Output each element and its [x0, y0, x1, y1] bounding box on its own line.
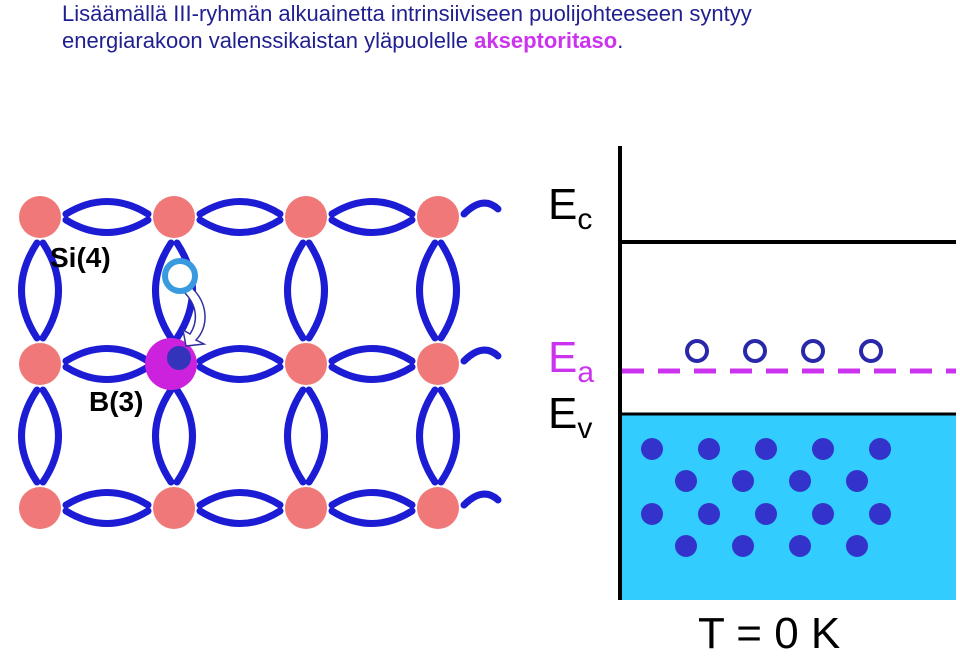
silicon-atom-2-2 — [285, 487, 327, 529]
bond-v-1-3-right — [437, 386, 460, 486]
acceptor-level-subscript: a — [577, 356, 595, 389]
valence-electron-8 — [846, 470, 868, 492]
valence-electron-13 — [869, 503, 891, 525]
bond-v-1-1-left — [152, 386, 175, 486]
valence-electron-17 — [846, 535, 868, 557]
bond-v-1-2-right — [305, 386, 328, 486]
caption-line-2: energiarakoon valenssikaistan yläpuolell… — [62, 27, 952, 54]
silicon-atom-0-1 — [153, 196, 195, 238]
acceptor-state-3 — [859, 339, 883, 363]
valence-electron-0 — [641, 438, 663, 460]
caption-line-2-suffix: . — [617, 28, 624, 53]
bond-h-1-0-lower — [62, 363, 152, 383]
bond-v-0-3-right — [437, 239, 460, 342]
valence-electron-2 — [755, 438, 777, 460]
band-diagram — [618, 146, 956, 600]
bond-h-1-1-lower — [196, 363, 284, 383]
valence-electron-16 — [789, 535, 811, 557]
valence-electron-15 — [732, 535, 754, 557]
bond-v-1-0-right — [39, 386, 62, 486]
acceptor-state-1 — [743, 339, 767, 363]
bond-v-0-0-right — [39, 239, 62, 342]
acceptor-state-0 — [685, 339, 709, 363]
silicon-atom-2-0 — [19, 487, 61, 529]
bond-h-2-1-upper — [196, 489, 284, 509]
bond-v-1-1-right — [173, 386, 196, 486]
captured-electron — [167, 346, 191, 370]
bond-v-1-2-left — [284, 386, 307, 486]
valence-electron-4 — [869, 438, 891, 460]
valence-electron-12 — [812, 503, 834, 525]
valence-electron-5 — [675, 470, 697, 492]
bond-h-0-0-lower — [62, 216, 152, 236]
conduction-band-subscript: c — [577, 203, 593, 236]
valence-electron-1 — [698, 438, 720, 460]
bond-v-1-0-left — [18, 386, 41, 486]
acceptor-state-2 — [801, 339, 825, 363]
bond-v-1-3-left — [416, 386, 439, 486]
electron-transfer-arrow — [181, 284, 207, 347]
valence-electron-7 — [789, 470, 811, 492]
valence-band — [622, 414, 956, 600]
caption-highlight-acceptor-level: akseptoritaso — [474, 28, 618, 53]
conduction-band-symbol: E — [548, 180, 578, 229]
bond-edge-right-2-upper — [460, 490, 502, 509]
silicon-atom-1-2 — [285, 343, 327, 385]
silicon-atom-2-3 — [417, 487, 459, 529]
bond-h-1-2-upper — [328, 345, 416, 365]
acceptor-level-label: Ea — [548, 336, 594, 395]
bond-edge-right-1-upper — [460, 346, 502, 365]
caption-line-2-prefix: energiarakoon valenssikaistan yläpuolell… — [62, 28, 475, 53]
bond-h-2-2-lower — [328, 507, 416, 527]
valence-electron-3 — [812, 438, 834, 460]
valence-electron-6 — [732, 470, 754, 492]
crystal-lattice — [18, 196, 502, 529]
valence-electron-14 — [675, 535, 697, 557]
valence-band-label: Ev — [548, 392, 592, 451]
bond-v-0-1-left — [152, 239, 175, 342]
bond-v-0-2-right — [305, 239, 328, 342]
bond-h-2-0-upper — [62, 489, 152, 509]
bond-h-0-1-upper — [196, 198, 284, 218]
valence-band-subscript: v — [577, 412, 593, 445]
silicon-label: Si(4) — [50, 242, 111, 273]
valence-band-symbol: E — [548, 389, 578, 438]
silicon-atom-2-1 — [153, 487, 195, 529]
silicon-atom-0-0 — [19, 196, 61, 238]
bond-v-0-0-left — [18, 239, 41, 342]
silicon-atom-0-2 — [285, 196, 327, 238]
silicon-atom-0-3 — [417, 196, 459, 238]
silicon-atom-1-0 — [19, 343, 61, 385]
bond-v-0-3-left — [416, 239, 439, 342]
boron-label: B(3) — [89, 386, 144, 417]
temperature-label: T = 0 K — [698, 609, 841, 658]
bond-h-2-2-upper — [328, 489, 416, 509]
bond-v-0-2-left — [284, 239, 307, 342]
bond-h-2-0-lower — [62, 507, 152, 527]
acceptor-level-symbol: E — [548, 333, 578, 382]
conduction-band-label: Ec — [548, 183, 592, 242]
valence-electron-10 — [698, 503, 720, 525]
bond-edge-right-0-upper — [460, 199, 502, 218]
bond-h-1-0-upper — [62, 345, 152, 365]
bond-h-1-2-lower — [328, 363, 416, 383]
caption-line-1: Lisäämällä III-ryhmän alkuainetta intrin… — [62, 1, 752, 26]
hole-ring — [162, 258, 198, 294]
bond-h-1-1-upper — [196, 345, 284, 365]
bond-h-0-2-upper — [328, 198, 416, 218]
bond-h-0-1-lower — [196, 216, 284, 236]
caption: Lisäämällä III-ryhmän alkuainetta intrin… — [62, 0, 952, 54]
valence-electron-11 — [755, 503, 777, 525]
bond-h-0-2-lower — [328, 216, 416, 236]
valence-electron-9 — [641, 503, 663, 525]
bond-h-0-0-upper — [62, 198, 152, 218]
silicon-atom-1-3 — [417, 343, 459, 385]
bond-h-2-1-lower — [196, 507, 284, 527]
